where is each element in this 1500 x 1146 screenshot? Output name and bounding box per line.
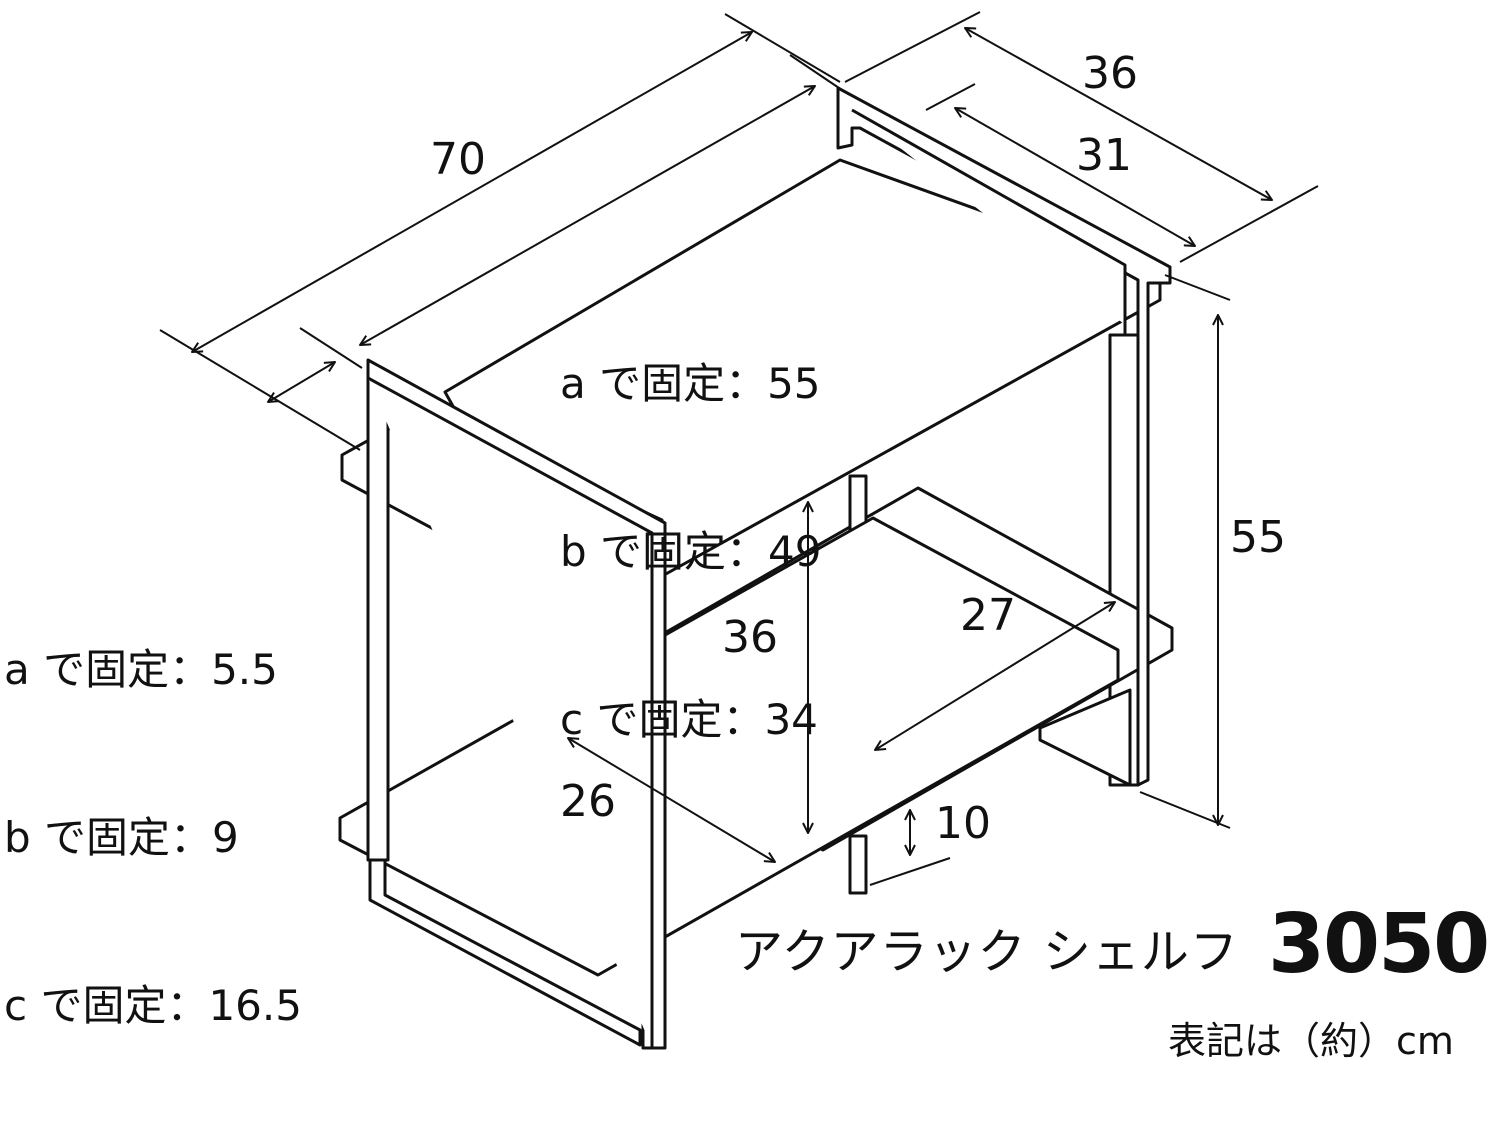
dim-line-26 xyxy=(568,738,775,862)
side-shelf-note-c: c で固定：16.5 xyxy=(4,981,302,1030)
upper-shelf-note-a: a で固定：55 xyxy=(560,359,821,408)
dimension-label-height: 55 xyxy=(1230,512,1286,563)
dimension-label-bottom-width: 26 xyxy=(560,776,616,827)
product-dimension-diagram: 70 36 31 55 36 27 26 10 a で固定：55 b で固定：4… xyxy=(4,11,1490,1063)
center-divider-foot xyxy=(848,834,868,895)
dim-line-31 xyxy=(955,108,1195,246)
back-frame xyxy=(836,86,1172,787)
upper-shelf-notes: a で固定：55 b で固定：49 c で固定：34 xyxy=(560,244,821,860)
dim-line-inner-width xyxy=(360,86,815,345)
product-name-number: 3050 xyxy=(1268,897,1490,992)
product-name-kana: アクアラック シェルフ xyxy=(735,924,1239,980)
dim-line-side-shelf xyxy=(268,362,335,402)
dimension-label-inner-height: 36 xyxy=(722,612,778,663)
dim-line-27 xyxy=(875,602,1115,750)
dimension-label-width: 70 xyxy=(430,134,486,185)
dimension-label-inner-width: 31 xyxy=(1076,130,1132,181)
side-shelf-notes: a で固定：5.5 b で固定：9 c で固定：16.5 xyxy=(4,530,302,1146)
dimension-label-depth: 36 xyxy=(1082,48,1138,99)
side-shelf-note-a: a で固定：5.5 xyxy=(4,645,278,694)
front-frame-inner xyxy=(367,376,654,1048)
unit-note: 表記は（約）cm xyxy=(1168,1019,1454,1063)
upper-shelf-note-c: c で固定：34 xyxy=(560,695,818,744)
shelf-line-drawing xyxy=(159,11,1319,1050)
side-shelf-note-b: b で固定：9 xyxy=(4,813,239,862)
upper-shelf-note-b: b で固定：49 xyxy=(560,527,822,576)
dimension-label-clearance: 10 xyxy=(935,798,991,849)
dimension-label-lower-depth: 27 xyxy=(960,590,1016,641)
